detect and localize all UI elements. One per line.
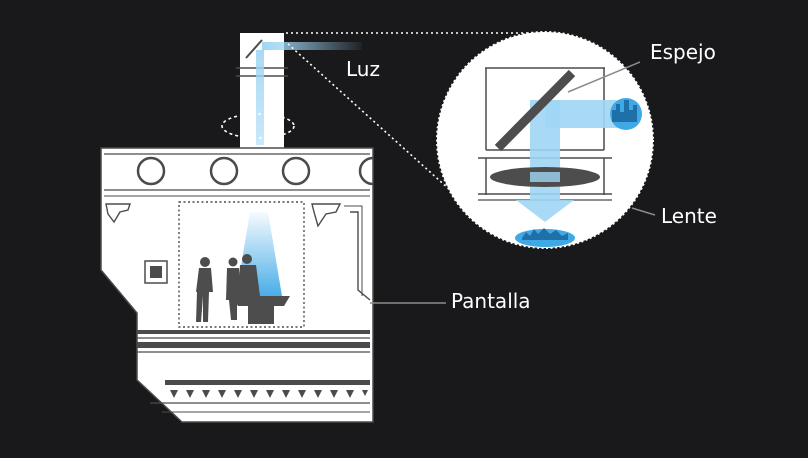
viewing-table (232, 296, 290, 306)
ornament-left (105, 203, 131, 224)
round-window (209, 156, 239, 186)
lens-indicator (221, 113, 295, 139)
round-window (136, 156, 166, 186)
tower-mirror (245, 39, 263, 59)
visitor-figure (226, 257, 241, 320)
label-mirror: Espejo (650, 40, 716, 64)
mirror-callout-line (567, 61, 641, 93)
label-light: Luz (346, 57, 380, 81)
label-screen: Pantalla (451, 289, 531, 313)
zoom-connector (287, 43, 471, 209)
round-window (281, 156, 311, 186)
incoming-light-beam (262, 42, 362, 50)
mirror-detail-zoom (436, 31, 654, 249)
visitor-figure (238, 254, 260, 296)
tower (221, 33, 362, 149)
label-lens: Lente (661, 204, 717, 228)
building (100, 147, 374, 423)
zoom-mirror (494, 69, 576, 152)
visitor-figure (196, 257, 213, 322)
lens-callout-line (631, 207, 656, 216)
ornament-right (311, 203, 342, 228)
tower-light-beam (256, 50, 264, 145)
zoom-light-down (516, 100, 574, 222)
